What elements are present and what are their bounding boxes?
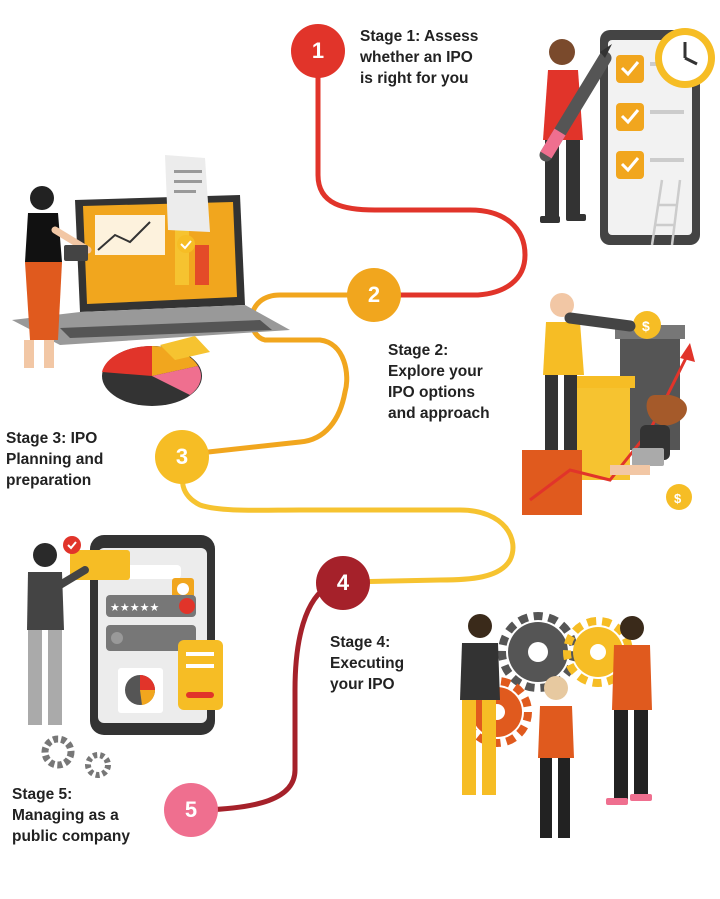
svg-text:★★★★★: ★★★★★ <box>110 601 159 614</box>
svg-text:$: $ <box>642 318 650 334</box>
team-gears-icon <box>460 614 652 838</box>
laptop-chart-icon <box>12 155 290 406</box>
checklist-tablet-icon <box>540 28 715 245</box>
stage-number-4: 4 <box>337 570 349 596</box>
stage-number-1: 1 <box>312 38 324 64</box>
stage-marker-1: 1 <box>291 24 345 78</box>
stage-label-3: Stage 3: IPO Planning and preparation <box>6 428 103 491</box>
stage-label-1: Stage 1: Assess whether an IPO is right … <box>360 26 478 89</box>
mobile-dashboard-icon: ★★★★★ <box>27 535 223 775</box>
stage-label-5: Stage 5: Managing as a public company <box>12 784 130 847</box>
stage-number-5: 5 <box>185 797 197 823</box>
svg-text:$: $ <box>674 491 682 506</box>
stage-label-2: Stage 2: Explore your IPO options and ap… <box>388 340 490 424</box>
stage-number-3: 3 <box>176 444 188 470</box>
stage-marker-5: 5 <box>164 783 218 837</box>
stage-marker-4: 4 <box>316 556 370 610</box>
stage-number-2: 2 <box>368 282 380 308</box>
growth-chart-icon: $ $ <box>522 293 695 515</box>
stage-marker-3: 3 <box>155 430 209 484</box>
stage-marker-2: 2 <box>347 268 401 322</box>
stage-label-4: Stage 4: Executing your IPO <box>330 632 404 695</box>
